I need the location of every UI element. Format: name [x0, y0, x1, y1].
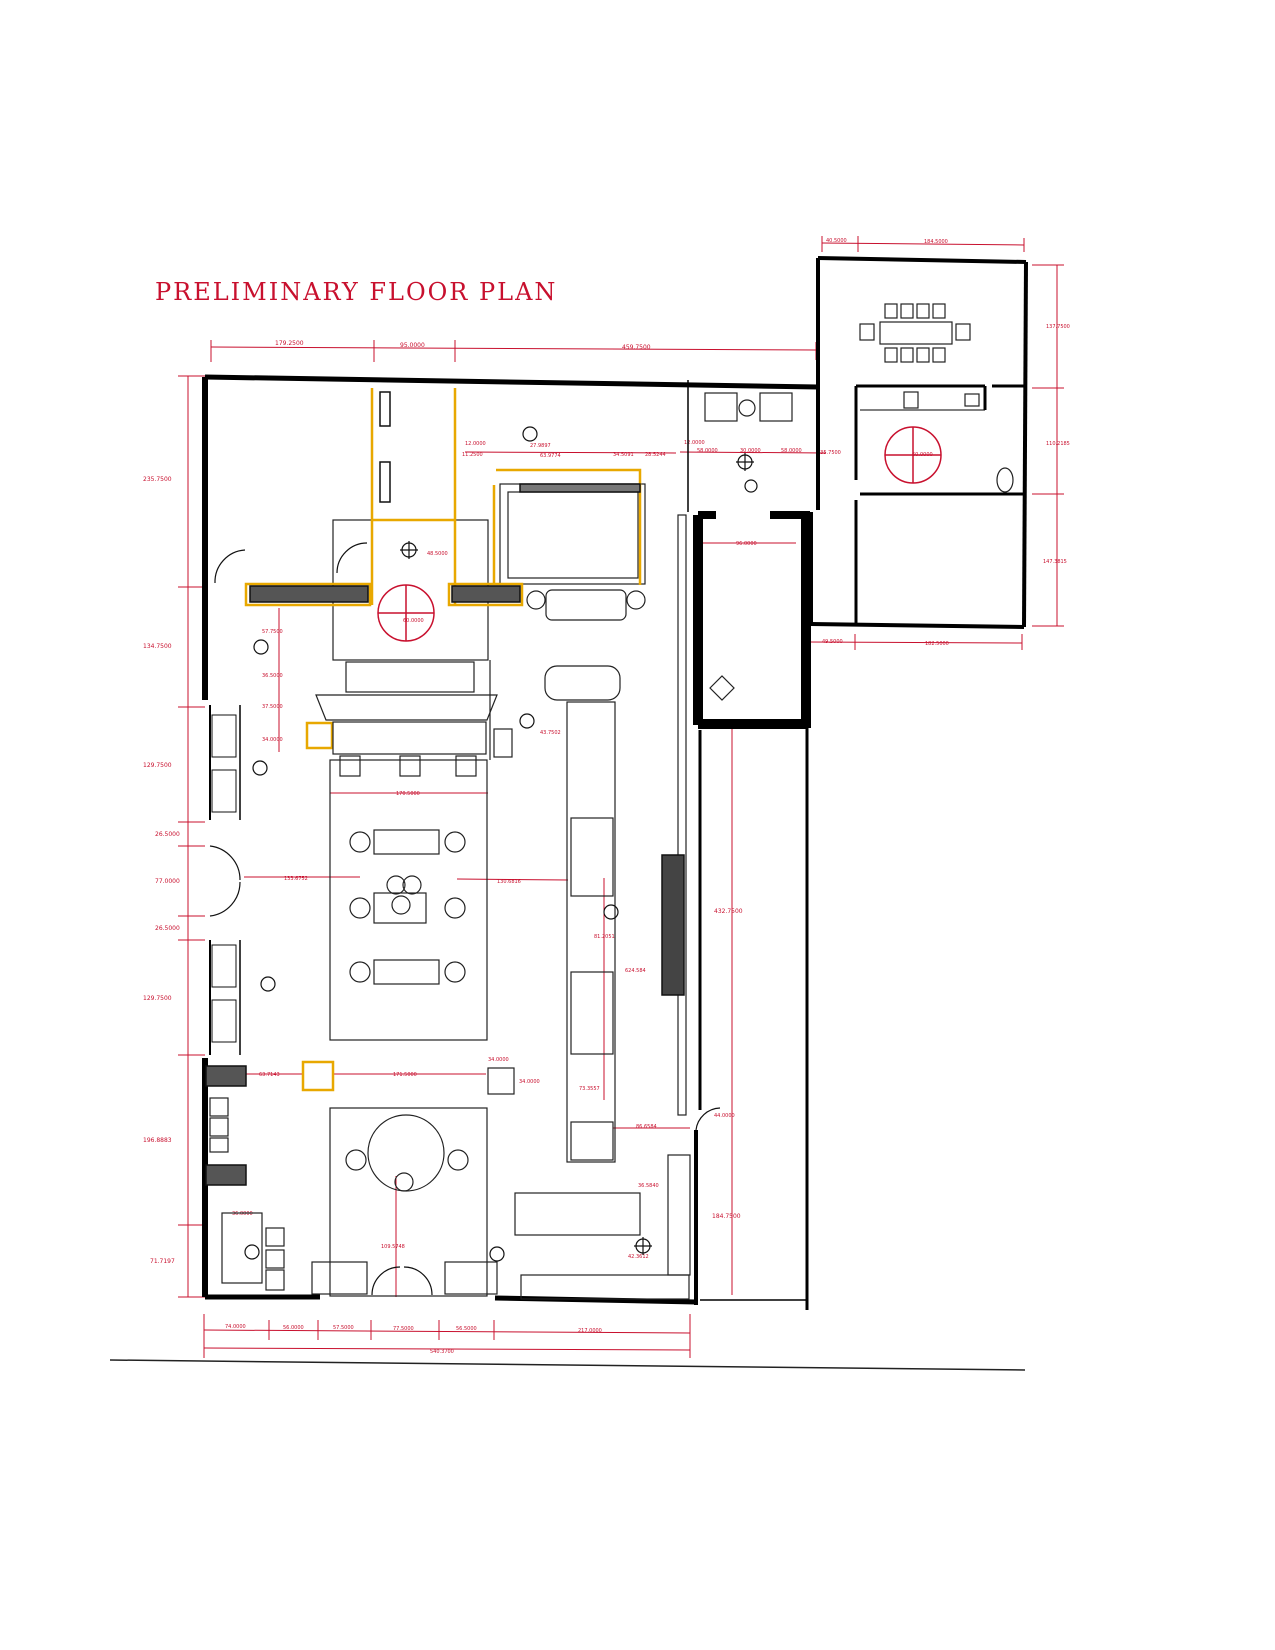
dim-bottom-f: 217.0000 [578, 1328, 602, 1334]
dim-lower-b: 171.5000 [393, 1072, 417, 1078]
dim-inner-vert-2: 184.7500 [712, 1213, 741, 1220]
dim-fitting-b: 36.0000 [232, 1211, 253, 1217]
furniture [209, 303, 1014, 1300]
dim-side-b: 36.5000 [262, 673, 283, 679]
dim-mid-d: 63.9774 [540, 453, 561, 459]
hanging-rails [205, 391, 685, 1186]
dim-mid-k: 135.7500 [817, 450, 841, 456]
dim-table-w: 170.5000 [396, 791, 420, 797]
dim-left-6: 26.5000 [155, 925, 180, 932]
dim-mid-i: 30.0000 [740, 448, 761, 454]
dim-inner-vert-1: 432.7500 [714, 908, 743, 915]
dim-annex-right-2: 110.2185 [1046, 441, 1070, 447]
display-fixtures [211, 714, 237, 1043]
dim-bottom-b: 56.0000 [283, 1325, 304, 1331]
dim-circle-a: 60.0000 [403, 618, 424, 624]
dim-corridor: 96.0000 [736, 541, 757, 547]
dim-cube-a: 34.0000 [488, 1057, 509, 1063]
dim-bottom-e: 56.5000 [456, 1326, 477, 1332]
dimension-labels: 179.2500 95.0000 459.7500 40.5000 184.50… [143, 238, 1070, 1355]
dim-top-a: 179.2500 [275, 340, 304, 347]
exterior-walls [202, 256, 1028, 1310]
dim-bottom-d: 77.5000 [393, 1326, 414, 1332]
plan-title: PRELIMINARY FLOOR PLAN [155, 278, 558, 306]
dim-annex-bottom-b: 182.5000 [925, 641, 949, 647]
dim-bottom-total: 540.3700 [430, 1349, 454, 1355]
dim-left-3: 129.7500 [143, 762, 172, 769]
dim-mid-c: 11.2500 [462, 452, 483, 458]
dim-mid-g: 12.0000 [684, 440, 705, 446]
dim-aisle-r: 130.6816 [497, 879, 521, 885]
dim-side-d: 34.0000 [262, 737, 283, 743]
dim-top-b: 95.0000 [400, 342, 425, 349]
dim-annex-top-a: 40.5000 [826, 238, 847, 244]
dim-mid-f: 28.5244 [645, 452, 666, 458]
dim-aisle-l: 133.6752 [284, 876, 308, 882]
yellow-partitions [244, 388, 642, 1092]
dim-annex-right-1: 137.7500 [1046, 324, 1070, 330]
dim-annex-bottom-a: 49.5000 [822, 639, 843, 645]
dim-mid-e: 34.5091 [613, 452, 634, 458]
dim-mid-b: 27.9897 [530, 443, 551, 449]
dim-left-8: 196.8883 [143, 1137, 172, 1144]
sheet-baseline [109, 1359, 1026, 1371]
dim-door-w: 44.0000 [714, 1113, 735, 1119]
dim-counter-off: 86.6584 [636, 1124, 657, 1130]
dim-side-a: 57.7500 [262, 629, 283, 635]
dim-annex-top-b: 184.5000 [924, 239, 948, 245]
dimension-lines [178, 236, 1064, 1358]
dim-mid-h: 58.0000 [697, 448, 718, 454]
dim-left-1: 235.7500 [143, 476, 172, 483]
dim-left-2: 134.7500 [143, 643, 172, 650]
dim-side-c: 37.5000 [262, 704, 283, 710]
dim-counter-gap: 624.584 [625, 968, 646, 974]
dim-top-c: 459.7500 [622, 344, 651, 351]
dim-counter-v: 81.2051 [594, 934, 615, 940]
dim-left-9: 71.7197 [150, 1258, 175, 1265]
round-platforms [377, 426, 942, 642]
dim-lounge-h: 109.5748 [381, 1244, 405, 1250]
dim-fitting-a: 48.5000 [427, 551, 448, 557]
dim-counter-v2: 73.3557 [579, 1086, 600, 1092]
dim-left-7: 129.7500 [143, 995, 172, 1002]
light-symbols [244, 426, 758, 1262]
dim-mid-j: 58.0000 [781, 448, 802, 454]
dim-left-4: 26.5000 [155, 831, 180, 838]
dim-angle-a: 43.7502 [540, 730, 561, 736]
dim-annex-right-3: 147.3815 [1043, 559, 1067, 565]
dim-mid-a: 12.0000 [465, 441, 486, 447]
dim-cube-b: 34.0000 [519, 1079, 540, 1085]
dim-disp-a: 42.3612 [628, 1254, 649, 1260]
dim-case-off: 36.5840 [638, 1183, 659, 1189]
dim-bottom-a: 74.0000 [225, 1324, 246, 1330]
dim-left-5: 77.0000 [155, 878, 180, 885]
dim-lower-a: 63.7143 [259, 1072, 280, 1078]
door-swings [209, 542, 721, 1296]
dim-bottom-c: 57.5000 [333, 1325, 354, 1331]
